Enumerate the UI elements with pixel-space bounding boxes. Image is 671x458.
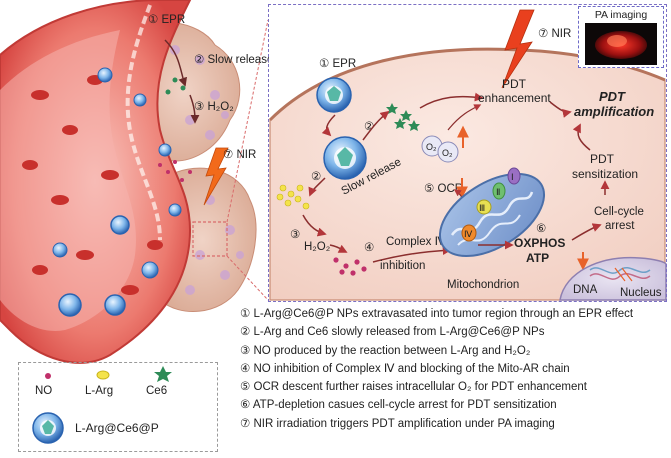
pdt-enhancement-1: PDT — [502, 77, 527, 91]
legend-larg-icon — [96, 370, 110, 380]
panel-o2-icons — [421, 135, 459, 163]
step-item: ② L-Arg and Ce6 slowly released from L-A… — [240, 326, 545, 339]
step-item: ③ NO produced by the reaction between L-… — [240, 344, 531, 357]
dna-label: DNA — [573, 284, 598, 296]
panel-o2-b: O₂ — [442, 148, 453, 158]
arrow-no-to-complex — [372, 245, 452, 263]
panel-h2o2-label: H₂O₂ — [304, 241, 330, 253]
left-ce6-stars — [165, 77, 186, 95]
pdt-enhancement-2: enhancement — [478, 91, 551, 105]
panel-epr-label: ① EPR — [319, 58, 356, 70]
vessel-nanoparticles — [52, 67, 182, 317]
panel-nir-lightning-icon — [501, 9, 535, 89]
panel-inhibition-num: ④ — [364, 242, 374, 254]
left-slow-release-label: ② Slow release — [194, 54, 273, 66]
panel-ocr-label: ⑤ OCR — [424, 183, 463, 195]
pa-imaging-label: PA imaging — [594, 9, 648, 21]
oxphos-num: ⑥ — [536, 223, 546, 235]
pdt-sensitization-2: sensitization — [572, 167, 638, 181]
steps-list: ① L-Arg@Ce6@P NPs extravasated into tumo… — [240, 305, 670, 433]
pa-imaging-image — [585, 23, 657, 65]
arrow-o2-to-pdt — [447, 104, 482, 131]
step-item: ⑥ ATP-depletion casues cell-cycle arrest… — [240, 399, 557, 412]
panel-complex-label: Complex Ⅳ — [386, 236, 446, 248]
blood-vessel — [0, 0, 192, 364]
arrow-epr-to-slow — [321, 114, 336, 137]
atp-label: ATP — [526, 251, 549, 265]
arrow-np-to-larg — [308, 177, 326, 197]
mitochondrion-label: Mitochondrion — [447, 279, 519, 291]
pdt-sensitization-1: PDT — [590, 152, 615, 166]
legend-ce6-label: Ce6 — [146, 385, 168, 397]
arrow-sens-to-amp — [572, 123, 591, 151]
complex-i: Ⅰ — [511, 172, 514, 182]
arrow-to-ce6 — [362, 110, 390, 141]
left-no-dots — [158, 160, 192, 182]
red-blood-cells — [22, 75, 163, 295]
step-item: ⑦ NIR irradiation triggers PDT amplifica… — [240, 417, 555, 430]
left-nir-label: ⑦ NIR — [223, 149, 256, 161]
left-h2o2-label: ③ H₂O₂ — [194, 101, 234, 113]
arrow-larg-to-h2o2 — [302, 214, 327, 237]
panel-slow-num: ② — [311, 171, 321, 183]
legend-no-label: NO — [35, 385, 53, 397]
legend-larg-label: L-Arg — [85, 385, 114, 397]
complex-iv: Ⅳ — [464, 229, 473, 239]
panel-larg-dots — [276, 184, 310, 210]
left-epr-label: ① EPR — [148, 14, 185, 26]
arrow-ce6-to-pdt — [419, 92, 484, 109]
tumor-cells — [170, 45, 244, 295]
legend: NO L-Arg Ce6 L-Arg@Ce6@P — [18, 362, 218, 452]
nucleus — [559, 256, 667, 301]
arrow-h2o2-to-no — [329, 244, 348, 253]
cell-cycle-1: Cell-cycle — [594, 206, 644, 218]
oxphos-label: OXPHOS — [514, 236, 565, 250]
pdt-amplification-1: PDT — [599, 89, 626, 104]
legend-no-icon — [45, 373, 51, 379]
panel-h2o2-num: ③ — [290, 229, 300, 241]
complex-badges — [461, 167, 521, 242]
step-item: ① L-Arg@Ce6@P NPs extravasated into tumo… — [240, 308, 634, 320]
pdt-amplification-2: amplification — [574, 104, 654, 119]
panel-o2-a: O₂ — [426, 142, 437, 152]
panel-np-slow — [323, 136, 367, 180]
legend-np-label: L-Arg@Ce6@P — [75, 421, 159, 435]
step-item: ④ NO inhibition of Complex Ⅳ and blockin… — [240, 362, 570, 375]
panel-inhibition-label: inhibition — [380, 260, 425, 272]
panel-slow-num-2: ② — [364, 121, 374, 133]
nucleus-label: Nucleus — [620, 287, 662, 299]
left-lightning-icon — [203, 147, 229, 206]
complex-iii: Ⅲ — [479, 203, 485, 213]
pa-imaging-box: PA imaging — [578, 6, 664, 68]
arrow-oxphos-to-cycle — [571, 223, 602, 241]
panel-np-epr — [316, 77, 352, 113]
left-arrows — [164, 39, 200, 124]
panel-nir-label: ⑦ NIR — [538, 28, 571, 40]
legend-ce6-icon — [154, 366, 172, 382]
cell-cycle-2: arrest — [605, 220, 635, 232]
step-item: ⑤ OCR descent further raises intracellul… — [240, 381, 587, 394]
complex-ii: Ⅱ — [496, 187, 500, 197]
panel-no-dots — [333, 257, 367, 276]
focus-square — [192, 19, 269, 301]
legend-np-icon — [32, 412, 64, 444]
arrow-enh-to-amp — [549, 101, 572, 118]
